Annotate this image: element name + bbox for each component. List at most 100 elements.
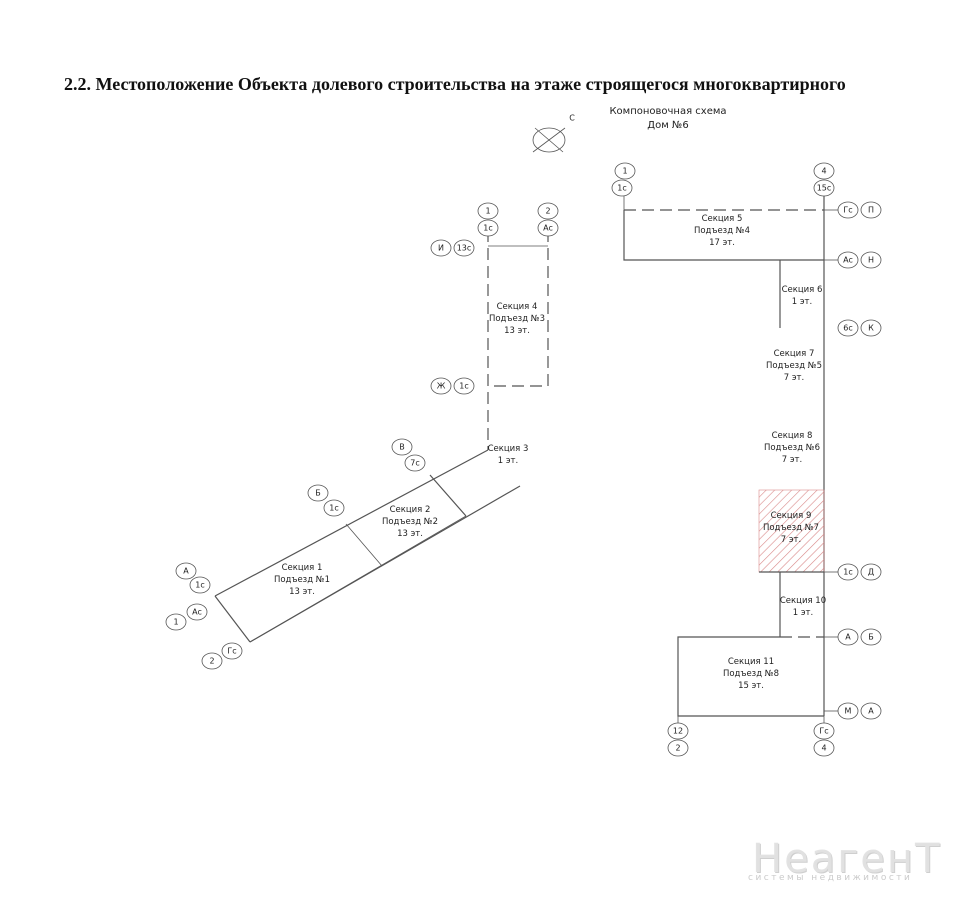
axis-marker-label: Гс: [819, 727, 828, 736]
axis-marker: 7с: [404, 454, 426, 472]
scheme-caption-1: Компоновочная схема: [609, 106, 726, 117]
axis-marker-label: Б: [315, 489, 321, 498]
compass-icon: С: [532, 114, 575, 153]
axis-marker: 12: [667, 722, 689, 740]
axis-marker-label: Гс: [843, 206, 852, 215]
axis-marker-label: 1с: [329, 504, 339, 513]
axis-marker: А: [175, 562, 197, 580]
axis-marker: И: [430, 239, 452, 257]
axis-marker: Б: [307, 484, 329, 502]
axis-marker-label: 6с: [843, 324, 853, 333]
watermark-subtitle: системы недвижимости: [748, 873, 913, 883]
axis-marker-label: К: [868, 324, 874, 333]
axis-marker-label: 1с: [843, 568, 853, 577]
axis-marker: 1с: [611, 179, 633, 197]
axis-marker-label: 1: [622, 167, 627, 176]
axis-marker-label: П: [868, 206, 874, 215]
section-label-s11: 15 эт.: [738, 681, 764, 691]
axis-marker-label: 1с: [459, 382, 469, 391]
section-label-s1: Подъезд №1: [274, 575, 330, 585]
compass-label: С: [569, 114, 575, 123]
axis-marker: Гс: [837, 201, 859, 219]
axis-marker-label: 4: [821, 167, 826, 176]
axis-marker-label: 4: [821, 744, 826, 753]
section-label-s6: 1 эт.: [792, 297, 812, 307]
section-label-s8: Подъезд №6: [764, 443, 820, 453]
section-label-s11: Подъезд №8: [723, 669, 779, 679]
axis-marker-label: 1с: [483, 224, 493, 233]
axis-marker-label: 2: [209, 657, 214, 666]
axis-marker-label: Гс: [227, 647, 236, 656]
building-west: [214, 230, 549, 643]
axis-marker: В: [391, 438, 413, 456]
axis-marker: Б: [860, 628, 882, 646]
axis-marker: Ас: [186, 603, 208, 621]
axis-marker-label: В: [399, 443, 405, 452]
section-label-s2: Подъезд №2: [382, 517, 438, 527]
axis-marker: 15с: [813, 179, 835, 197]
section-label-s4: Подъезд №3: [489, 314, 545, 324]
axis-marker-label: 15с: [817, 184, 832, 193]
axis-marker: 1с: [189, 576, 211, 594]
axis-marker-label: Ас: [843, 256, 853, 265]
section-label-s4: Секция 4: [497, 302, 538, 312]
section-label-s5: 17 эт.: [709, 238, 735, 248]
axis-marker: 4: [813, 739, 835, 757]
axis-marker: Ас: [837, 251, 859, 269]
axis-marker-label: Ас: [543, 224, 553, 233]
axis-marker-label: М: [845, 707, 852, 716]
axis-marker: 1: [165, 613, 187, 631]
axis-marker-label: 1: [485, 207, 490, 216]
axis-marker-label: 1с: [617, 184, 627, 193]
axis-marker-label: Ас: [192, 608, 202, 617]
axis-marker: 1с: [323, 499, 345, 517]
axis-marker: Гс: [221, 642, 243, 660]
axis-marker: А: [860, 702, 882, 720]
axis-marker: 4: [813, 162, 835, 180]
axis-marker: 2: [667, 739, 689, 757]
scheme-caption-2: Дом №6: [647, 120, 688, 131]
axis-marker-label: 2: [675, 744, 680, 753]
axis-marker: 1: [477, 202, 499, 220]
axis-marker: 1с: [453, 377, 475, 395]
section-label-s5: Секция 5: [702, 214, 743, 224]
section-label-s1: 13 эт.: [289, 587, 315, 597]
section-label-s10: 1 эт.: [793, 608, 813, 618]
section-label-s1: Секция 1: [282, 563, 323, 573]
section-label-s3: 1 эт.: [498, 456, 518, 466]
section-label-s8: Секция 8: [772, 431, 813, 441]
section-label-s11: Секция 11: [728, 657, 774, 667]
axis-marker: Ас: [537, 219, 559, 237]
section-label-s7: 7 эт.: [784, 373, 804, 383]
axis-marker: 2: [537, 202, 559, 220]
section-label-s6: Секция 6: [782, 285, 823, 295]
section-label-s9: 7 эт.: [781, 535, 801, 545]
axis-marker: 1с: [837, 563, 859, 581]
section-label-s10: Секция 10: [780, 596, 826, 606]
building-east: [623, 196, 840, 730]
axis-marker: К: [860, 319, 882, 337]
axis-marker: П: [860, 201, 882, 219]
axis-marker-label: Ж: [437, 382, 446, 391]
axis-marker-label: 2: [545, 207, 550, 216]
section-label-s7: Подъезд №5: [766, 361, 822, 371]
axis-marker-label: А: [845, 633, 851, 642]
axis-marker: Н: [860, 251, 882, 269]
axis-marker-label: А: [183, 567, 189, 576]
axis-marker-label: 1: [173, 618, 178, 627]
page-title: 2.2. Местоположение Объекта долевого стр…: [64, 74, 846, 94]
section-label-s5: Подъезд №4: [694, 226, 750, 236]
section-label-s9: Подъезд №7: [763, 523, 819, 533]
section-label-s2: Секция 2: [390, 505, 431, 515]
section-label-s3: Секция 3: [488, 444, 529, 454]
axis-marker: Ж: [430, 377, 452, 395]
axis-marker-label: Б: [868, 633, 874, 642]
section-label-s7: Секция 7: [774, 349, 815, 359]
axis-marker-label: Н: [868, 256, 874, 265]
axis-marker-label: И: [438, 244, 444, 253]
watermark-logo: НеагенТ: [752, 836, 942, 882]
axis-marker-label: Д: [868, 568, 874, 577]
axis-marker-label: 7с: [410, 459, 420, 468]
section-label-s9: Секция 9: [771, 511, 812, 521]
